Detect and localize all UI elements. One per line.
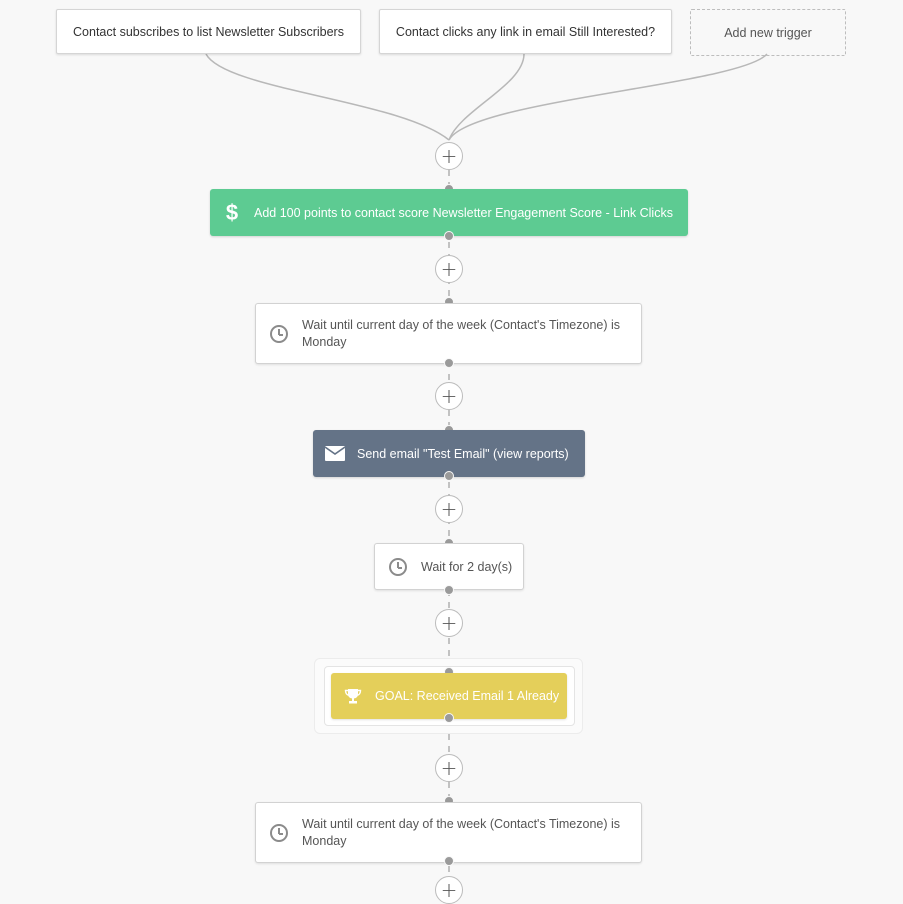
plus-icon: + [440,144,458,168]
step-label: Add 100 points to contact score Newslett… [254,205,673,220]
connector-dot [444,231,454,241]
trophy-icon [331,687,375,705]
add-step-button[interactable]: + [435,142,463,170]
clock-icon [256,324,302,343]
step-label: Wait for 2 day(s) [421,559,513,574]
step-wait-days[interactable]: Wait for 2 day(s) [374,543,524,590]
step-wait-until-monday[interactable]: Wait until current day of the week (Cont… [255,802,642,863]
step-label: Send email "Test Email" (view reports) [357,446,569,461]
step-label: Wait until current day of the week (Cont… [302,816,621,848]
trigger-label: Contact subscribes to list Newsletter Su… [73,24,344,39]
clock-icon [256,823,302,842]
step-label: Wait until current day of the week (Cont… [302,317,621,349]
plus-icon: + [440,384,458,408]
connector-dot [444,856,454,866]
add-step-button[interactable]: + [435,255,463,283]
add-step-button[interactable]: + [435,495,463,523]
plus-icon: + [440,611,458,635]
trigger-link-click[interactable]: Contact clicks any link in email Still I… [379,9,672,54]
dollar-icon: $ [225,199,239,225]
envelope-icon [313,446,357,461]
connector-dot [444,358,454,368]
plus-icon: + [440,497,458,521]
add-step-button[interactable]: + [435,876,463,904]
clock-icon [375,557,421,576]
plus-icon: + [440,756,458,780]
add-step-button[interactable]: + [435,382,463,410]
trigger-label: Contact clicks any link in email Still I… [395,24,656,39]
plus-icon: + [440,257,458,281]
step-wait-until-monday[interactable]: Wait until current day of the week (Cont… [255,303,642,364]
plus-icon: + [440,878,458,902]
step-add-score[interactable]: $ Add 100 points to contact score Newsle… [210,189,688,236]
step-label: GOAL: Received Email 1 Already [375,689,560,703]
step-goal[interactable]: GOAL: Received Email 1 Already [331,673,567,719]
add-step-button[interactable]: + [435,754,463,782]
connector-dot [444,471,454,481]
step-send-email[interactable]: Send email "Test Email" (view reports) [313,430,585,477]
connector-dot [444,585,454,595]
add-trigger-button[interactable]: Add new trigger [690,9,846,56]
add-trigger-label: Add new trigger [724,25,812,40]
connector-dot [444,713,454,723]
trigger-list-subscribe[interactable]: Contact subscribes to list Newsletter Su… [56,9,361,54]
add-step-button[interactable]: + [435,609,463,637]
